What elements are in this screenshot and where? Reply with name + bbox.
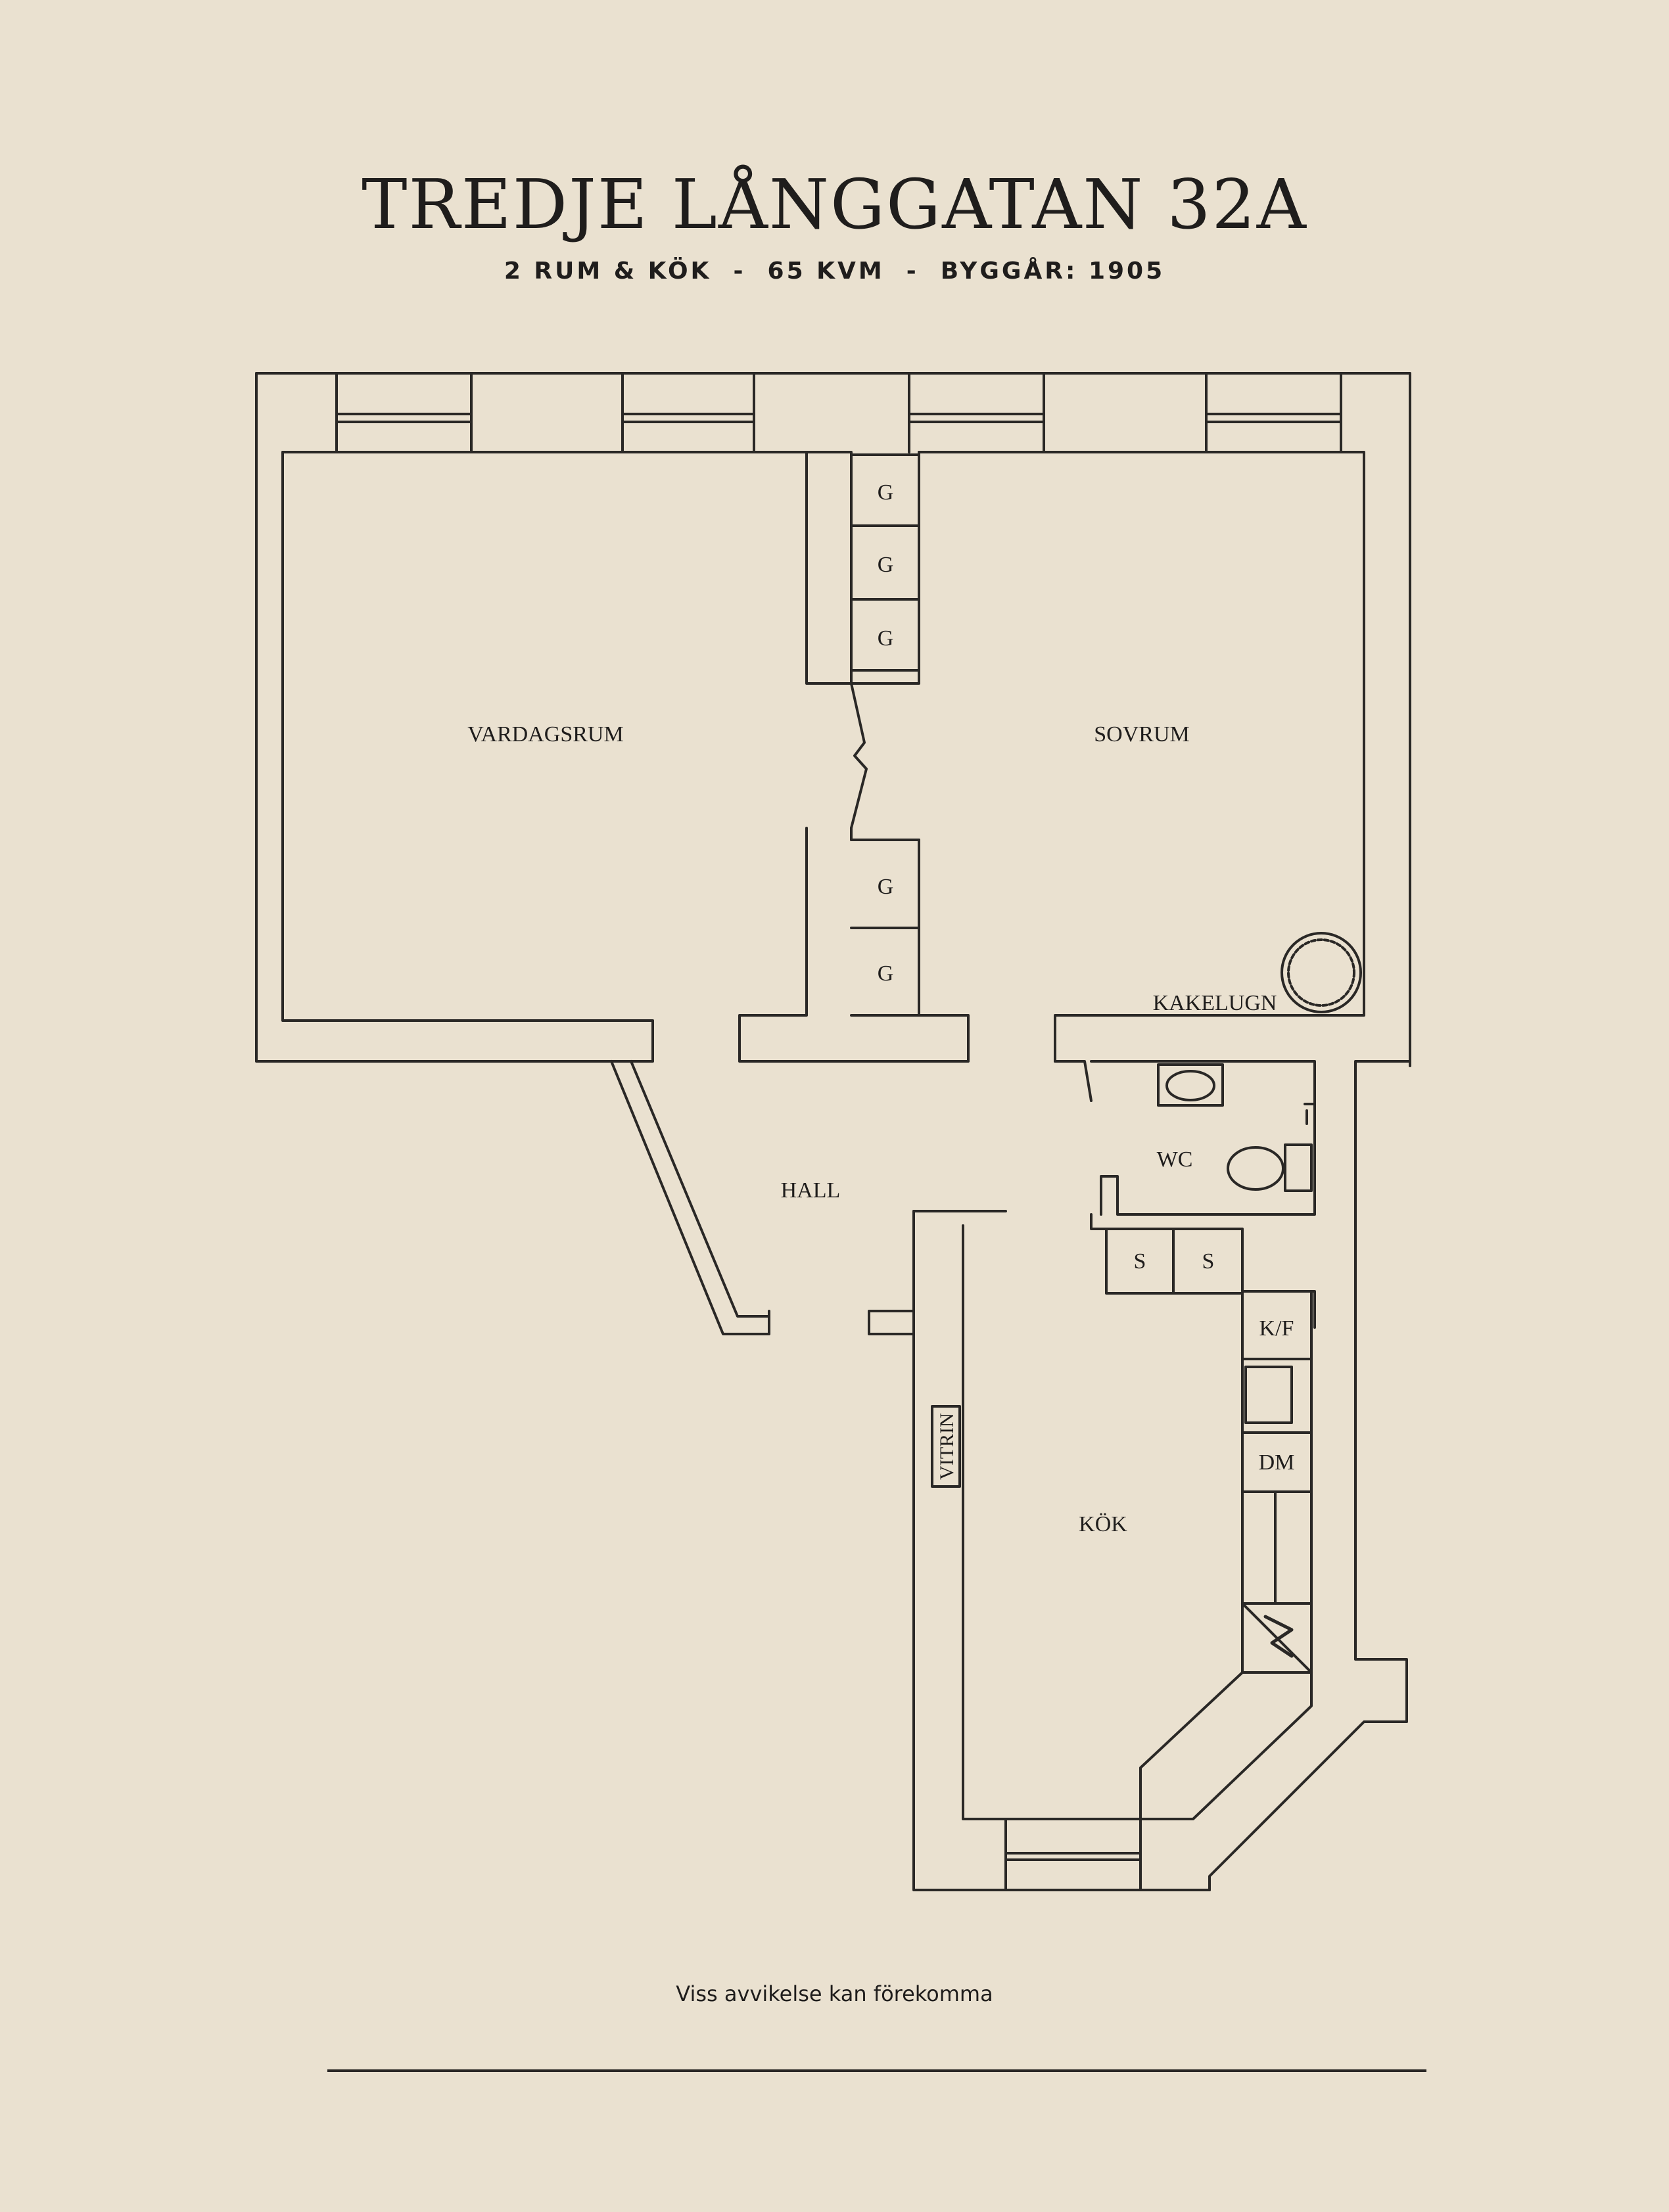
window-1 [335, 372, 473, 453]
tile-stove-inner-icon [1287, 938, 1355, 1007]
plan-subtitle: 2 RUM & KÖK - 65 KVM - BYGGÅR: 1905 [504, 258, 1165, 285]
disclaimer-text: Viss avvikelse kan förekomma [676, 1981, 993, 2006]
shower-fixture-icon [1304, 1103, 1316, 1125]
wc-walls [1054, 1060, 1316, 1216]
room-label-bedroom: SOVRUM [1094, 722, 1189, 747]
exterior-wall-top [255, 372, 1411, 1067]
window-4 [1205, 372, 1342, 453]
fridge-freezer-label: K/F [1259, 1316, 1294, 1341]
wardrobe-label: G [878, 626, 894, 651]
wardrobe-column-lower [850, 839, 920, 1017]
window-3 [908, 372, 1045, 453]
kitchen-counter [1241, 1292, 1313, 1674]
wardrobe-label: G [878, 480, 894, 505]
wardrobe-label: G [878, 875, 894, 899]
room-label-living: VARDAGSRUM [467, 722, 623, 747]
electric-bolt-icon [1263, 1615, 1294, 1658]
wardrobe-label: G [878, 961, 894, 986]
door-bifold [850, 682, 868, 829]
hall-bottom-wall [868, 1210, 1007, 1335]
storage-label: S [1202, 1249, 1215, 1274]
hall-diagonal-wall [610, 1060, 770, 1335]
storage-top [1090, 1213, 1316, 1329]
vitrin-box [931, 1405, 961, 1488]
middle-wall-upper [805, 451, 920, 685]
storage-label: S [1134, 1249, 1146, 1274]
interior-top-line [281, 451, 853, 685]
exterior-wall-left [255, 372, 654, 1063]
room-label-wc: WC [1157, 1147, 1193, 1172]
dishwasher-label: DM [1259, 1450, 1295, 1475]
kitchen-bay-wall [1139, 1671, 1313, 1820]
stove-box [1244, 1366, 1293, 1424]
room-label-kitchen: KÖK [1079, 1512, 1127, 1536]
tile-stove-icon [1281, 932, 1362, 1013]
kitchen-window [1004, 1818, 1142, 1891]
storage-units [1105, 1228, 1244, 1295]
kitchen-bay-outer [1208, 1060, 1411, 1891]
plan-title: TREDJE LÅNGGATAN 32A [362, 164, 1307, 244]
sink-icon [1157, 1063, 1224, 1107]
footer-rule [327, 2069, 1426, 2072]
wardrobe-column-upper [850, 453, 920, 672]
wardrobe-label: G [878, 553, 894, 577]
room-label-hall: HALL [781, 1178, 841, 1203]
tile-stove-label: KAKELUGN [1153, 991, 1277, 1015]
toilet-icon [1227, 1146, 1284, 1191]
vitrin-label: VITRIN [936, 1413, 958, 1480]
kitchen-left-wall [912, 1210, 1211, 1891]
sink-basin-icon [1165, 1070, 1215, 1101]
interior-top-right [918, 451, 1365, 1063]
window-2 [621, 372, 755, 453]
middle-wall-lower [738, 827, 970, 1063]
toilet-tank-icon [1284, 1143, 1313, 1192]
